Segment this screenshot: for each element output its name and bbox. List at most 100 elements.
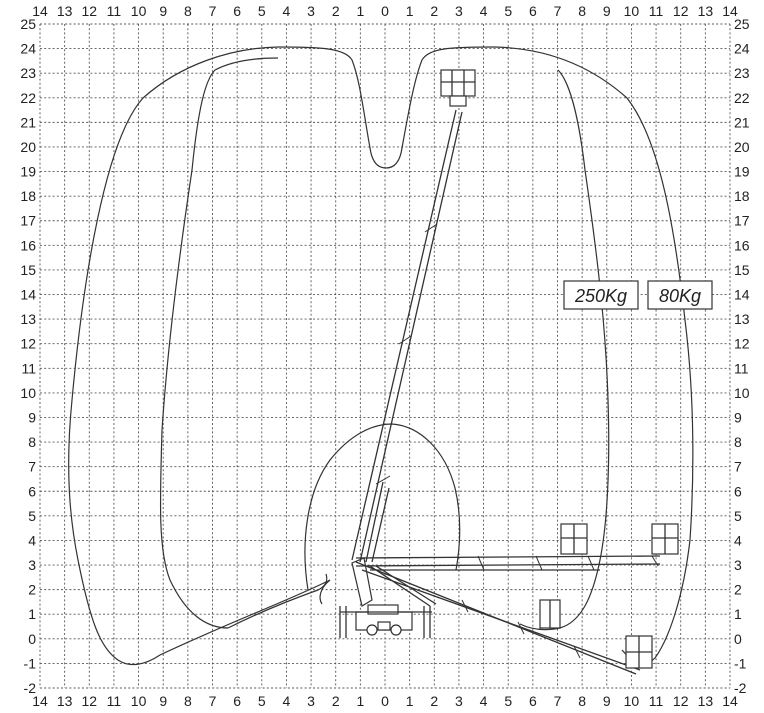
y-tick-label-left: 20 — [20, 139, 36, 155]
x-tick-label-bottom: 3 — [455, 693, 463, 709]
basket-horizontal-end — [651, 523, 679, 555]
basket-horizontal-middle — [560, 523, 588, 555]
x-tick-label-bottom: 6 — [529, 693, 537, 709]
x-tick-label-top: 8 — [578, 3, 586, 19]
y-tick-label-left: -2 — [24, 680, 37, 696]
x-tick-label-bottom: 3 — [307, 693, 315, 709]
y-tick-label-right: 20 — [734, 139, 750, 155]
y-tick-label-left: 25 — [20, 16, 36, 32]
inner-envelope-250kg — [159, 57, 610, 631]
x-tick-label-top: 6 — [233, 3, 241, 19]
x-tick-label-top: 10 — [131, 3, 147, 19]
x-tick-label-bottom: 8 — [184, 693, 192, 709]
x-tick-label-bottom: 10 — [624, 693, 640, 709]
y-tick-label-right: -2 — [734, 680, 747, 696]
y-tick-label-left: 18 — [20, 188, 36, 204]
y-tick-label-right: 9 — [734, 409, 742, 425]
y-tick-label-left: 2 — [28, 582, 36, 598]
grid — [39, 23, 731, 689]
y-tick-label-left: 13 — [20, 311, 36, 327]
x-tick-label-bottom: 14 — [722, 693, 738, 709]
x-tick-label-bottom: 13 — [57, 693, 73, 709]
y-tick-label-left: 22 — [20, 90, 36, 106]
x-tick-label-bottom: 4 — [480, 693, 488, 709]
y-tick-label-left: 10 — [20, 385, 36, 401]
x-tick-label-bottom: 2 — [430, 693, 438, 709]
y-tick-label-left: 4 — [28, 532, 36, 548]
x-tick-label-bottom: 1 — [356, 693, 364, 709]
x-tick-label-bottom: 11 — [649, 693, 664, 709]
y-tick-label-left: -1 — [24, 655, 37, 671]
basket-low-middle — [539, 599, 561, 629]
load-label-80kg: 80Kg — [659, 286, 701, 306]
y-tick-label-left: 23 — [20, 65, 36, 81]
x-tick-label-top: 3 — [307, 3, 315, 19]
y-tick-label-left: 24 — [20, 41, 36, 57]
x-tick-label-bottom: 11 — [107, 693, 122, 709]
boom-horizontal — [355, 555, 661, 571]
x-tick-label-bottom: 7 — [554, 693, 562, 709]
y-tick-label-right: 19 — [734, 164, 750, 180]
y-tick-label-right: 11 — [734, 360, 749, 376]
y-tick-label-left: 5 — [28, 508, 36, 524]
y-tick-label-left: 7 — [28, 459, 36, 475]
x-tick-label-top: 9 — [603, 3, 611, 19]
x-tick-label-top: 10 — [624, 3, 640, 19]
x-tick-label-top: 1 — [406, 3, 414, 19]
y-tick-label-right: 25 — [734, 16, 750, 32]
y-tick-label-left: 16 — [20, 237, 36, 253]
x-tick-label-bottom: 9 — [603, 693, 611, 709]
chassis — [339, 604, 432, 638]
x-tick-label-bottom: 4 — [283, 693, 291, 709]
inner-envelope-lower-left — [227, 573, 328, 629]
x-tick-label-top: 13 — [57, 3, 73, 19]
y-tick-label-left: 14 — [20, 287, 36, 303]
y-tick-label-right: 7 — [734, 459, 742, 475]
load-box-250kg — [563, 280, 639, 310]
outer-envelope-bottom-link — [319, 579, 331, 605]
y-tick-label-right: 14 — [734, 287, 750, 303]
x-tick-label-top: 4 — [480, 3, 488, 19]
load-labels: 250Kg 80Kg — [563, 280, 713, 310]
x-tick-label-top: 4 — [283, 3, 291, 19]
x-tick-label-bottom: 5 — [504, 693, 512, 709]
x-tick-label-top: 6 — [529, 3, 537, 19]
y-tick-label-left: 15 — [20, 262, 36, 278]
x-tick-label-top: 9 — [159, 3, 167, 19]
y-tick-label-right: 17 — [734, 213, 750, 229]
working-envelopes — [68, 46, 694, 666]
x-tick-label-top: 14 — [722, 3, 738, 19]
y-tick-label-right: -1 — [734, 655, 747, 671]
x-tick-label-bottom: 14 — [32, 693, 48, 709]
y-tick-label-right: 6 — [734, 483, 742, 499]
x-tick-label-top: 13 — [698, 3, 714, 19]
y-tick-label-left: 17 — [20, 213, 36, 229]
x-tick-label-bottom: 10 — [131, 693, 147, 709]
x-tick-label-top: 12 — [673, 3, 689, 19]
y-tick-label-right: 0 — [734, 631, 742, 647]
x-tick-label-bottom: 6 — [233, 693, 241, 709]
x-tick-label-bottom: 1 — [406, 693, 414, 709]
x-tick-label-bottom: 0 — [381, 693, 389, 709]
y-tick-label-left: 11 — [21, 360, 36, 376]
x-tick-label-top: 12 — [81, 3, 97, 19]
x-tick-label-top: 1 — [356, 3, 364, 19]
x-tick-label-top: 0 — [381, 3, 389, 19]
boom-descending — [355, 561, 641, 675]
x-tick-label-top: 7 — [554, 3, 562, 19]
y-tick-label-right: 8 — [734, 434, 742, 450]
x-tick-label-top: 7 — [209, 3, 217, 19]
x-tick-label-top: 11 — [107, 3, 122, 19]
x-tick-label-bottom: 8 — [578, 693, 586, 709]
x-tick-label-bottom: 2 — [332, 693, 340, 709]
y-tick-label-right: 3 — [734, 557, 742, 573]
y-tick-label-left: 12 — [20, 336, 36, 352]
x-tick-label-top: 3 — [455, 3, 463, 19]
boom-vertical — [351, 109, 463, 563]
x-tick-label-bottom: 12 — [673, 693, 689, 709]
y-tick-label-right: 2 — [734, 582, 742, 598]
y-tick-label-right: 16 — [734, 237, 750, 253]
y-tick-label-right: 23 — [734, 65, 750, 81]
x-tick-label-bottom: 7 — [209, 693, 217, 709]
